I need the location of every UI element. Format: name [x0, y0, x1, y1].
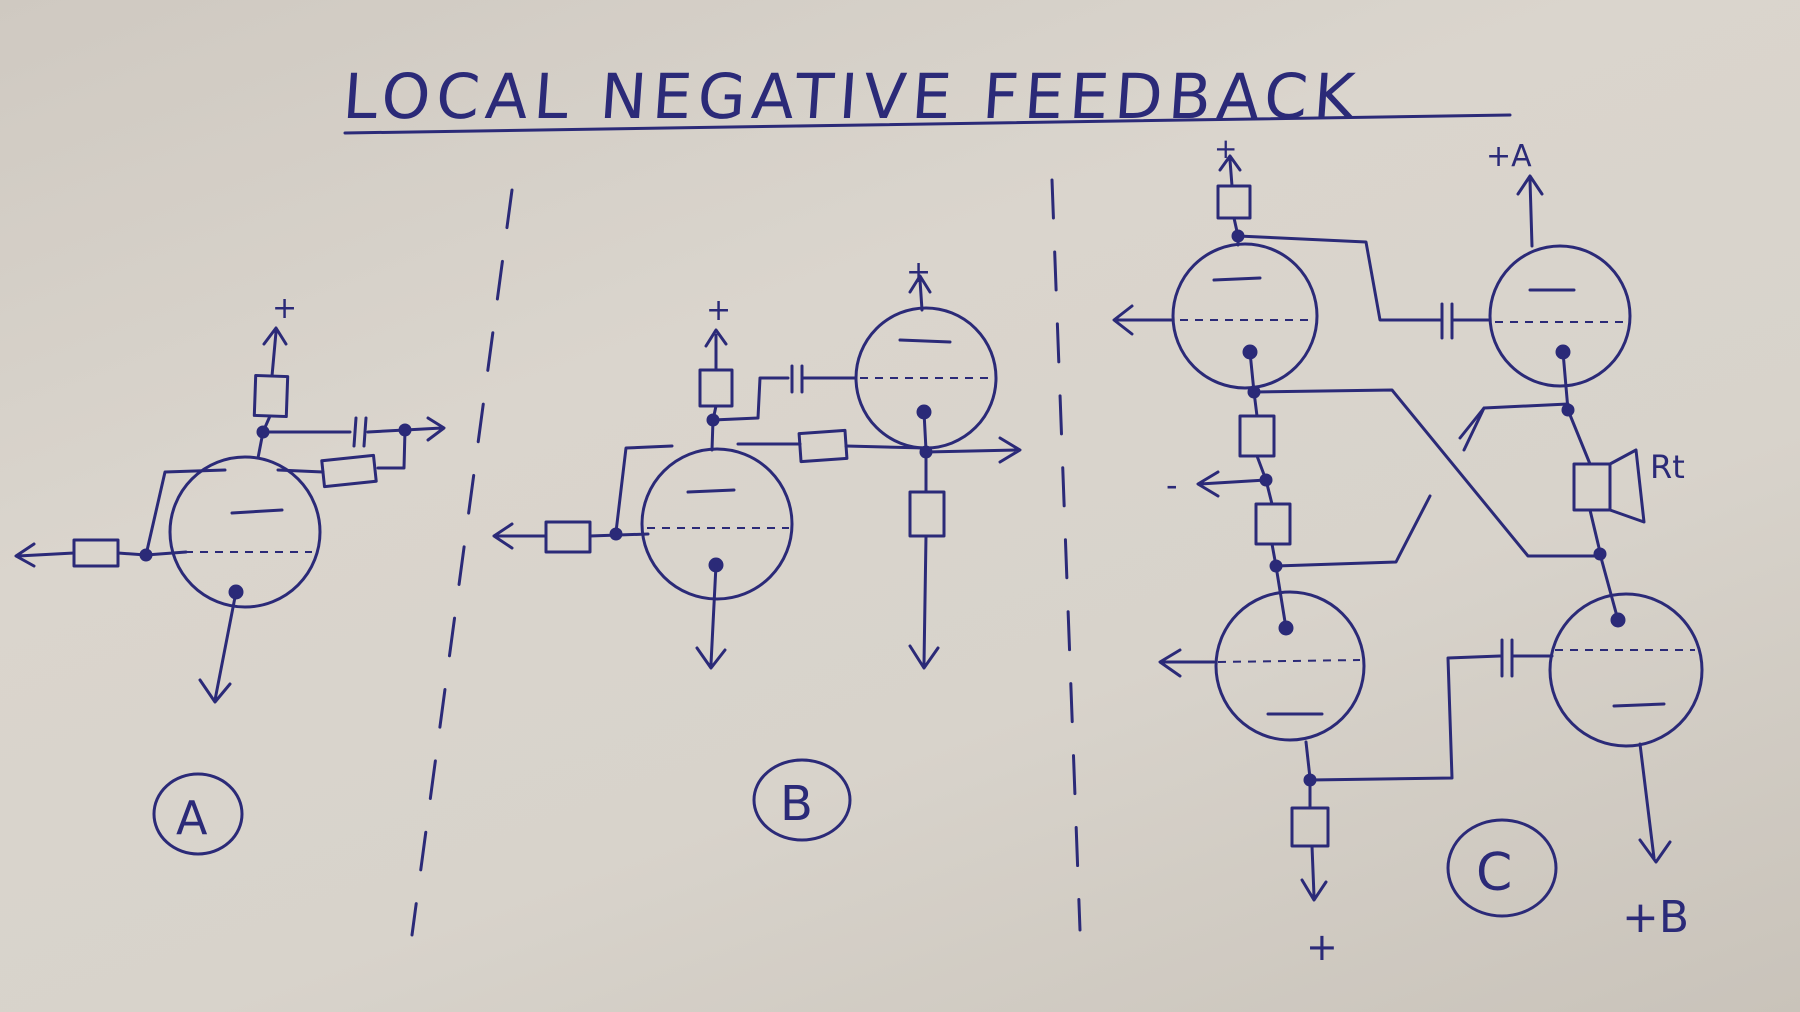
resistor-b-grid [544, 520, 592, 554]
circuit-c: + +A - Rt [1112, 132, 1704, 969]
resistor-a-grid [72, 538, 120, 568]
tube-c-bottom-right [1548, 592, 1704, 748]
resistor-b-cathode [908, 490, 946, 538]
plus-label-b2: + [906, 255, 931, 290]
label-c: C [1476, 843, 1512, 903]
rt-label: Rt [1650, 448, 1685, 486]
label-a: A [176, 791, 208, 845]
divider-right [1050, 178, 1082, 932]
label-b-circle [752, 758, 852, 842]
label-a-circle [152, 772, 244, 856]
tube-c-top-right [1488, 244, 1632, 388]
resistor-c-left-lower [1254, 502, 1292, 546]
plus-label-c-top: + [1214, 132, 1237, 165]
resistor-c-left-upper [1238, 414, 1276, 458]
circuit-b: + + B [492, 255, 1022, 842]
tube-c-top-left [1171, 242, 1319, 390]
tube-a [168, 455, 322, 609]
resistor-b-plate [698, 368, 734, 408]
tube-a-plate [230, 508, 284, 515]
plus-label-c-bottom: + [1306, 925, 1338, 969]
minus-label: - [1166, 466, 1178, 504]
tube-b1 [640, 447, 794, 601]
resistor-a-feedback [320, 453, 378, 489]
plus-label-b1: + [706, 293, 731, 328]
resistor-b-feedback [797, 428, 849, 464]
page-title: LOCAL NEGATIVE FEEDBACK [341, 60, 1363, 133]
label-b: B [780, 776, 813, 832]
speaker-icon [1608, 448, 1646, 524]
label-c-circle [1446, 818, 1558, 918]
plus-b-label: +B [1622, 892, 1689, 943]
tube-c-bottom-left [1214, 590, 1366, 742]
speaker-coil [1572, 462, 1612, 512]
circuit-a: + A [14, 291, 446, 856]
plus-label-a: + [272, 291, 297, 326]
plus-a-label: +A [1486, 139, 1532, 174]
resistor-c-top-plate [1216, 184, 1252, 220]
resistor-a-plate [252, 373, 290, 419]
resistor-c-bottom-left [1290, 806, 1330, 848]
divider-left [410, 188, 514, 937]
